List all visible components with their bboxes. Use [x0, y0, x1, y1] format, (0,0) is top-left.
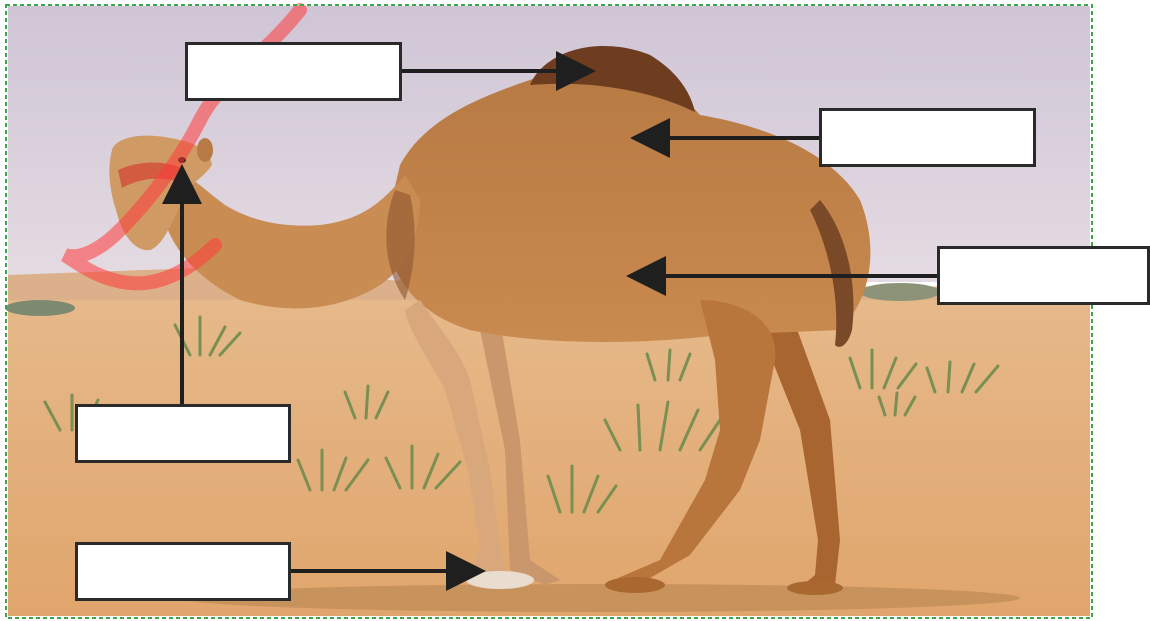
camel-ear — [197, 138, 213, 162]
label-box-foot[interactable] — [75, 542, 291, 601]
camel-hind-foot — [605, 577, 665, 593]
camel-shadow — [180, 584, 1020, 612]
label-box-belly[interactable] — [937, 246, 1150, 305]
label-box-back[interactable] — [819, 108, 1036, 167]
distant-bush — [860, 283, 940, 301]
camel-front-foot — [466, 571, 534, 589]
distant-bush — [5, 300, 75, 316]
camel-far-hind-foot — [787, 581, 843, 595]
label-box-hump[interactable] — [185, 42, 402, 101]
label-box-head[interactable] — [75, 404, 291, 463]
